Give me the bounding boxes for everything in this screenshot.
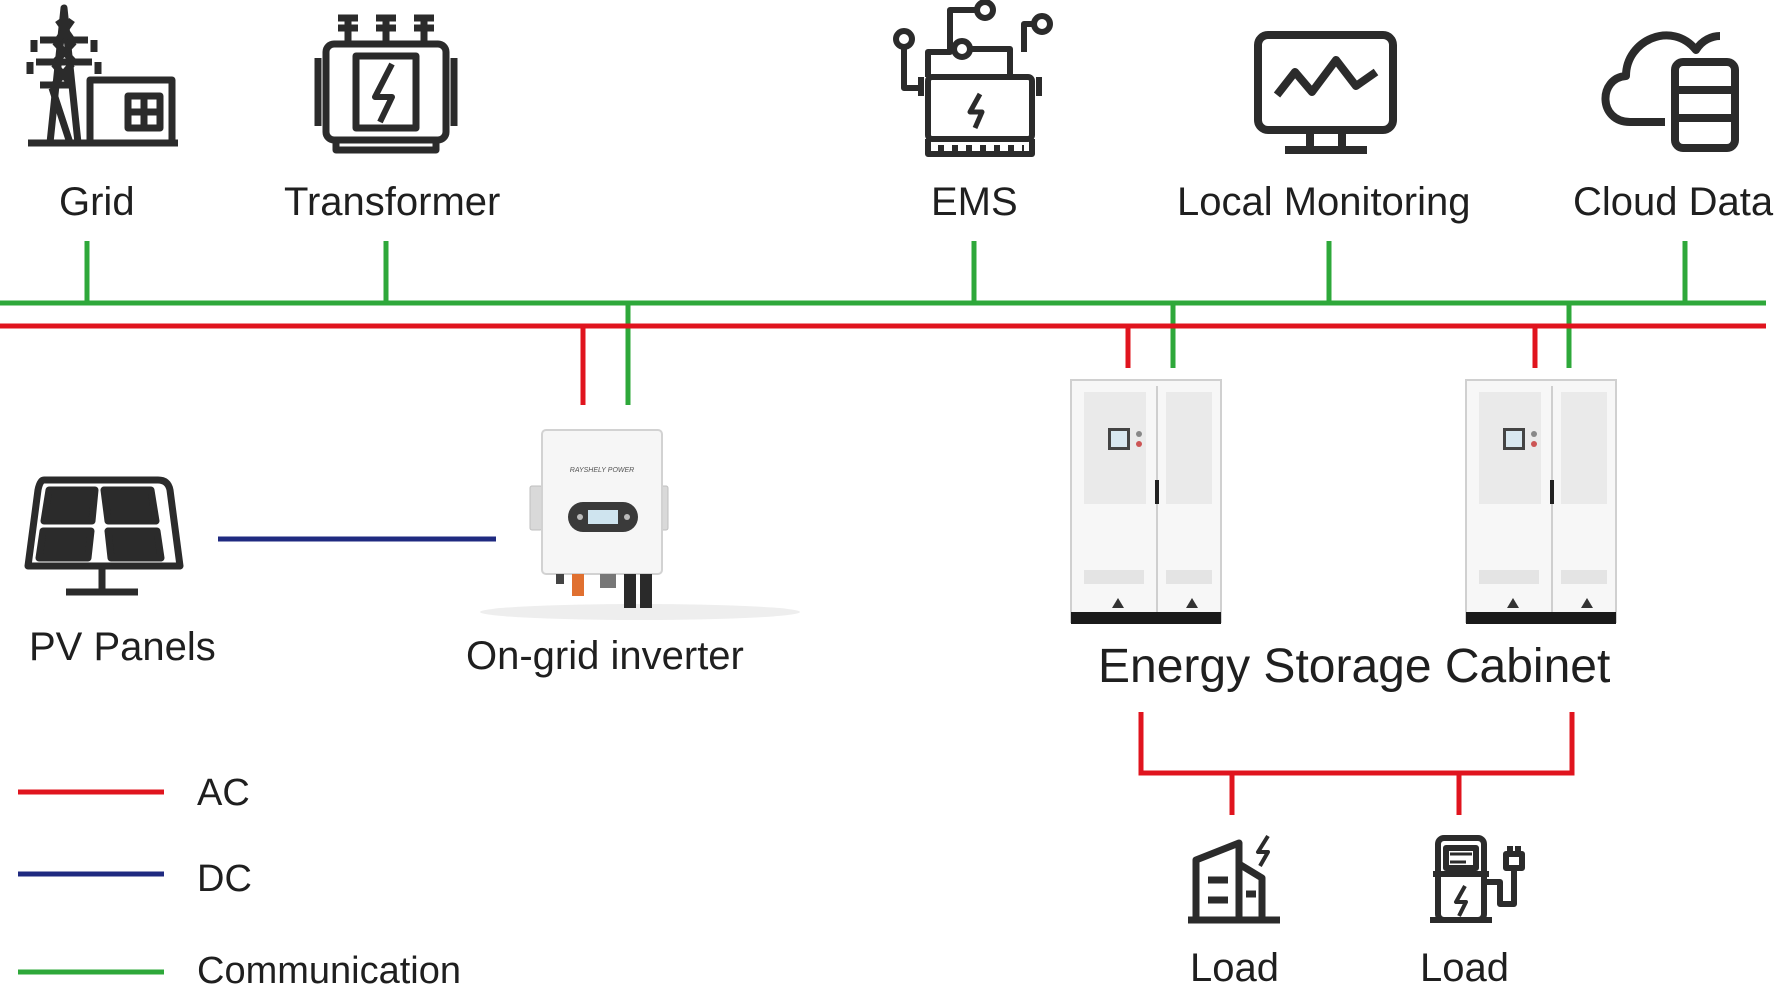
- legend: [18, 789, 164, 975]
- storage-label: Energy Storage Cabinet: [1098, 640, 1611, 693]
- grid-icon: [26, 4, 178, 147]
- ems-icon: [893, 0, 1053, 157]
- storage-cabinet-2: [1465, 379, 1617, 624]
- load-ac-feed: [1138, 712, 1575, 776]
- load-label-2: Load: [1420, 946, 1509, 990]
- load-label-1: Load: [1190, 946, 1279, 990]
- cloud-data-icon: [1601, 31, 1739, 152]
- monitor-icon: [1254, 31, 1397, 154]
- transformer-label: Transformer: [284, 180, 501, 224]
- cloud-data-label: Cloud Data: [1573, 180, 1774, 224]
- storage-cabinet-1: [1070, 379, 1222, 624]
- grid-label: Grid: [59, 180, 135, 224]
- ems-label: EMS: [931, 180, 1018, 224]
- pv-panel-icon: [24, 476, 184, 596]
- legend-dc-label: DC: [197, 858, 252, 900]
- load-building-icon: [1188, 834, 1280, 924]
- ac-lines: [0, 323, 1766, 815]
- inverter-brand: RAYSHELY POWER: [570, 467, 634, 474]
- legend-communication-label: Communication: [197, 950, 461, 992]
- legend-ac-label: AC: [197, 772, 250, 814]
- communication-lines: [0, 241, 1766, 405]
- inverter-image: [480, 429, 800, 620]
- transformer-icon: [314, 14, 458, 154]
- local-monitoring-label: Local Monitoring: [1177, 180, 1471, 224]
- pv-panels-label: PV Panels: [29, 625, 216, 669]
- load-charger-icon: [1430, 835, 1525, 923]
- inverter-label: On-grid inverter: [466, 634, 744, 678]
